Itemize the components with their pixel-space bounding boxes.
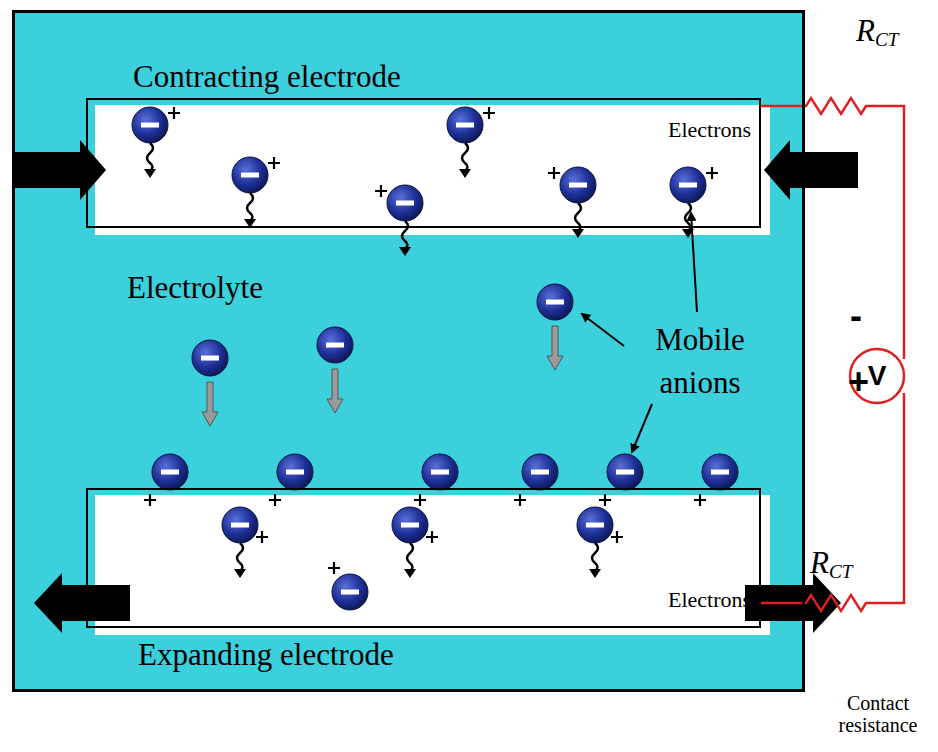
wire [761, 98, 904, 359]
electron-squiggle [462, 143, 468, 171]
anion-charge [586, 523, 604, 528]
electron-squiggle [399, 247, 411, 256]
anion [422, 454, 458, 490]
charge-plus [375, 185, 387, 197]
ion-group [132, 107, 738, 610]
anion-charge [679, 183, 697, 188]
anion-charge [326, 343, 344, 348]
anion [392, 507, 428, 543]
charge-plus [268, 157, 280, 169]
anion-charge [456, 123, 474, 128]
anion-charge [531, 470, 549, 475]
charge-plus [328, 562, 340, 574]
drift-arrow [547, 326, 563, 370]
anion-charge [546, 300, 564, 305]
force-arrow [764, 140, 858, 200]
anion [192, 340, 228, 376]
anion-charge [341, 590, 359, 595]
charge-plus [414, 494, 426, 506]
electron-squiggle [404, 569, 416, 578]
charge-plus [483, 107, 495, 119]
anion-charge [616, 470, 634, 475]
node-text: Electrons [668, 118, 751, 142]
electron-squiggle [247, 193, 253, 221]
anion-charge [431, 470, 449, 475]
charge-plus [144, 494, 156, 506]
anion [232, 157, 268, 193]
charge-plus [256, 531, 268, 543]
anion-charge [401, 523, 419, 528]
node-title: Expanding electrode [138, 638, 394, 672]
charge-plus [269, 494, 281, 506]
node-title: Contracting electrode [133, 60, 401, 94]
anion-charge [141, 123, 159, 128]
anion [152, 454, 188, 490]
node-text: Electrons [668, 588, 751, 612]
anion-charge [241, 173, 259, 178]
charge-plus [706, 167, 718, 179]
anion [607, 454, 643, 490]
electrode-box: Contracting electrodeElectrons [86, 98, 761, 228]
anion [447, 107, 483, 143]
electron-squiggle [572, 229, 584, 238]
note-label: Contact resistance [822, 692, 934, 736]
leader-line [632, 404, 652, 452]
callout-label: Mobile anions [620, 318, 780, 405]
anion [702, 454, 738, 490]
anion [277, 454, 313, 490]
force-arrow [34, 573, 130, 633]
anion-charge [161, 470, 179, 475]
anion-charge [231, 523, 249, 528]
anion-charge [711, 470, 729, 475]
electron-squiggle [459, 169, 471, 178]
force-arrow [12, 140, 106, 200]
terminal-sign: - [850, 296, 862, 336]
anion [537, 284, 573, 320]
anion [222, 507, 258, 543]
electrode-fill [95, 105, 770, 235]
wire [761, 393, 904, 611]
charge-plus [426, 531, 438, 543]
electron-squiggle [402, 221, 408, 249]
electron-squiggle [682, 229, 694, 238]
anion-charge [396, 201, 414, 206]
charge-plus [514, 494, 526, 506]
drift-arrow [327, 369, 343, 413]
electrode-box: Expanding electrodeElectrons [86, 488, 761, 628]
electrolyte-bath [12, 10, 805, 692]
resistor-label: RCT [810, 546, 852, 582]
electron-squiggle [592, 543, 598, 571]
anion [522, 454, 558, 490]
anion [317, 327, 353, 363]
charge-plus [599, 494, 611, 506]
charge-plus [168, 107, 180, 119]
anion [332, 574, 368, 610]
anion-charge [201, 356, 219, 361]
electron-squiggle [407, 543, 413, 571]
charge-plus [611, 531, 623, 543]
node-title: Electrolyte [127, 271, 263, 305]
charge-plus [694, 494, 706, 506]
anion [387, 185, 423, 221]
electron-squiggle [147, 143, 153, 171]
electron-squiggle [144, 169, 156, 178]
charge-plus [548, 167, 560, 179]
anion [132, 107, 168, 143]
drift-arrow [202, 382, 218, 426]
terminal-sign: + [848, 362, 869, 402]
anion [560, 167, 596, 203]
electron-squiggle [237, 543, 243, 571]
electrode-fill [95, 495, 770, 635]
anion-charge [286, 470, 304, 475]
electron-squiggle [234, 569, 246, 578]
anion [670, 167, 706, 203]
node-title: V [868, 361, 887, 392]
anion-charge [569, 183, 587, 188]
resistor-label: RCT [856, 14, 898, 50]
anion [577, 507, 613, 543]
leader-line [582, 314, 624, 346]
electron-squiggle [589, 569, 601, 578]
